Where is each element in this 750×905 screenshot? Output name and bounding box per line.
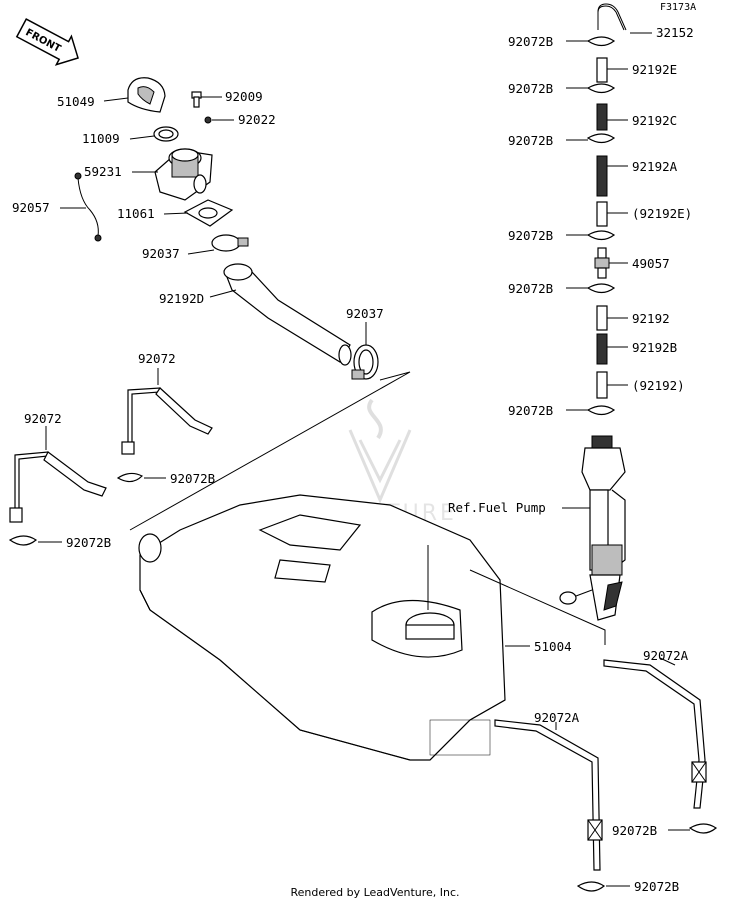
leader-92037a xyxy=(187,249,215,255)
part-92072B-clip-e-icon xyxy=(586,133,616,144)
label-92192E: 92192E xyxy=(632,62,677,77)
part-51004-fuel-tank-icon xyxy=(138,494,506,761)
part-92192B-icon xyxy=(596,333,608,365)
part-92072B-clip-b-icon xyxy=(8,535,38,546)
part-92072A-strap-a-icon xyxy=(603,659,707,809)
label-49057: 49057 xyxy=(632,256,670,271)
label-92037b: 92037 xyxy=(346,306,384,321)
label-11061: 11061 xyxy=(117,206,155,221)
label-92192A: 92192A xyxy=(632,159,678,174)
guide-line-tank xyxy=(129,371,411,531)
part-92037-icon xyxy=(211,234,249,252)
part-92072B-clip-c-icon xyxy=(586,36,616,47)
part-92192D-icon xyxy=(223,263,352,366)
label-92072b: 92072 xyxy=(24,411,62,426)
part-51049-icon xyxy=(127,77,166,113)
label-92192D: 92192D xyxy=(159,291,204,306)
label-92072Bi: 92072B xyxy=(612,823,657,838)
label-ref-fuel-pump: Ref.Fuel Pump xyxy=(448,500,546,515)
label-92037a: 92037 xyxy=(142,246,180,261)
part-92022-icon xyxy=(204,116,212,124)
label-92072a: 92072 xyxy=(138,351,176,366)
part-92192A-icon xyxy=(596,155,608,197)
label-92192B: 92192B xyxy=(632,340,677,355)
label-51049: 51049 xyxy=(57,94,95,109)
leader-11009 xyxy=(129,135,155,140)
part-92009-icon xyxy=(191,91,202,108)
part-59231-icon xyxy=(154,148,213,201)
part-11061-icon xyxy=(183,199,234,227)
label-92072Bf: 92072B xyxy=(508,228,553,243)
leader-11061 xyxy=(163,212,189,215)
guide-line-pump xyxy=(469,569,606,645)
part-49057-valve-icon xyxy=(594,247,610,279)
part-92192E-paren-icon xyxy=(596,201,608,227)
label-92072Be: 92072B xyxy=(508,133,553,148)
label-92022: 92022 xyxy=(238,112,276,127)
label-92072Aa: 92072A xyxy=(643,648,689,663)
diagram-id: F3173A xyxy=(660,2,696,13)
front-arrow-icon: FRONT xyxy=(15,18,79,66)
label-59231: 59231 xyxy=(84,164,122,179)
part-92057-icon xyxy=(74,172,102,242)
label-92009: 92009 xyxy=(225,89,263,104)
watermark-logo-icon xyxy=(348,398,412,504)
leader-51049 xyxy=(103,97,129,102)
label-92057: 92057 xyxy=(12,200,50,215)
label-92192C: 92192C xyxy=(632,113,677,128)
label-92192Ep: (92192E) xyxy=(632,206,692,221)
part-92072B-clip-a-icon xyxy=(116,472,144,483)
label-32152: 32152 xyxy=(656,25,694,40)
label-92072Bg: 92072B xyxy=(508,281,553,296)
part-92072B-clip-j-icon xyxy=(576,881,606,892)
label-92072Bc: 92072B xyxy=(508,34,553,49)
label-92072Bd: 92072B xyxy=(508,81,553,96)
label-92192: 92192 xyxy=(632,311,670,326)
part-92072B-clip-i-icon xyxy=(688,823,718,834)
part-92192-icon xyxy=(596,305,608,331)
part-92192-paren-icon xyxy=(596,371,608,399)
leader-92072Aa xyxy=(659,657,676,666)
label-92072Ab: 92072A xyxy=(534,710,580,725)
part-92072B-clip-d-icon xyxy=(586,83,616,94)
label-51004: 51004 xyxy=(534,639,572,654)
part-92072B-clip-h-icon xyxy=(586,405,616,416)
label-11009: 11009 xyxy=(82,131,120,146)
part-92072B-clip-g-icon xyxy=(586,283,616,294)
label-92072Ba: 92072B xyxy=(170,471,215,486)
label-92072Bb: 92072B xyxy=(66,535,111,550)
part-92072-strap-a-icon xyxy=(121,387,213,455)
part-fuel-pump-icon xyxy=(559,435,626,621)
part-92072A-strap-b-icon xyxy=(494,719,603,871)
leader-92192D xyxy=(209,289,237,298)
part-92072-strap-b-icon xyxy=(9,451,107,523)
part-92072B-clip-f-icon xyxy=(586,230,616,241)
part-92037-lower-icon xyxy=(351,344,379,380)
part-92192E-icon xyxy=(596,57,608,83)
label-92072Bj: 92072B xyxy=(634,879,679,894)
part-92192C-icon xyxy=(596,103,608,131)
label-92192p: (92192) xyxy=(632,378,685,393)
footer-credit: Rendered by LeadVenture, Inc. xyxy=(290,886,460,899)
label-92072Bh: 92072B xyxy=(508,403,553,418)
